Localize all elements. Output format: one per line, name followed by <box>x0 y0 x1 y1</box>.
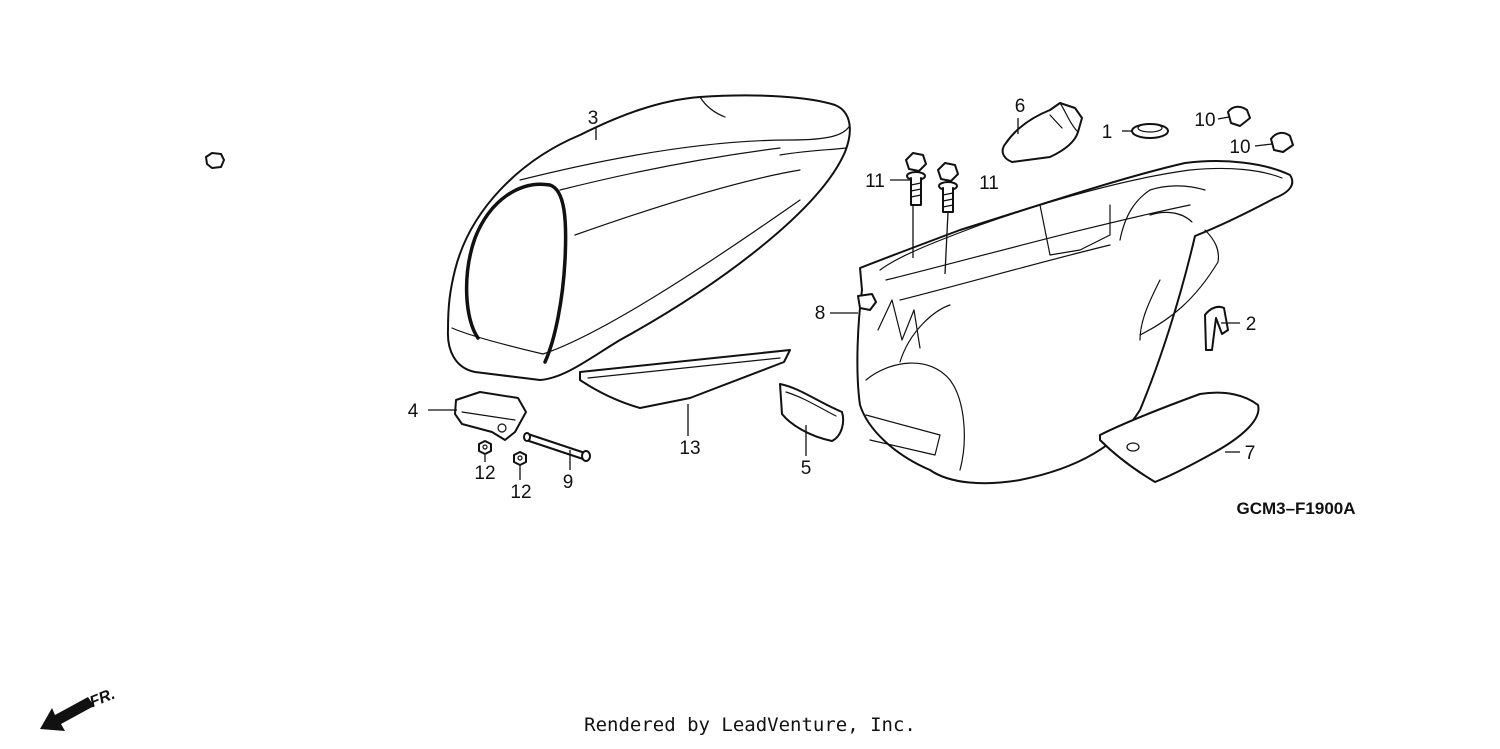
callout-12b: 12 <box>510 482 531 503</box>
reflector-part[interactable] <box>779 383 845 442</box>
leader-lines <box>428 116 1273 480</box>
callouts: 1 2 3 4 5 6 7 8 9 10 10 11 11 12 12 13 <box>408 96 1257 503</box>
callout-10b: 10 <box>1229 137 1250 158</box>
cap-part-b[interactable] <box>1270 131 1294 153</box>
small-clip-part[interactable] <box>857 293 877 311</box>
callout-6: 6 <box>1015 96 1026 117</box>
callout-11a: 11 <box>865 171 885 192</box>
callout-8: 8 <box>815 303 826 324</box>
callout-7: 7 <box>1245 443 1256 464</box>
callout-1: 1 <box>1102 122 1113 143</box>
hinge-bracket-part[interactable] <box>454 391 527 441</box>
seat-part[interactable] <box>446 94 851 381</box>
callout-11b: 11 <box>979 173 999 194</box>
footer-credit: Rendered by LeadVenture, Inc. <box>584 714 916 736</box>
nut-part-a[interactable] <box>478 440 492 455</box>
callout-10a: 10 <box>1194 110 1215 131</box>
callout-3: 3 <box>588 108 599 129</box>
plate-part[interactable] <box>1099 391 1260 483</box>
callout-2: 2 <box>1246 314 1257 335</box>
clip-cover-part[interactable] <box>1001 102 1083 163</box>
bolt-part-a[interactable] <box>205 152 225 169</box>
grommet-part[interactable] <box>1131 123 1169 139</box>
hinge-pin-part[interactable] <box>523 432 591 462</box>
nut-part-b[interactable] <box>513 451 527 466</box>
seat-liner-part[interactable] <box>579 349 791 409</box>
bolt-left[interactable] <box>905 152 927 206</box>
callout-5: 5 <box>801 458 812 479</box>
bolt-right[interactable] <box>937 162 959 213</box>
side-clip-part[interactable] <box>1204 305 1229 351</box>
callout-12a: 12 <box>474 463 495 484</box>
front-direction-label: FR. <box>87 686 117 711</box>
callout-4: 4 <box>408 401 419 422</box>
callout-13: 13 <box>679 438 700 459</box>
cap-part-a[interactable] <box>1227 105 1251 127</box>
drawing-code: GCM3–F1900A <box>1236 499 1355 518</box>
callout-9: 9 <box>563 472 574 493</box>
bolt-part-a-body[interactable] <box>208 155 224 170</box>
luggage-box-part[interactable] <box>856 160 1294 485</box>
front-arrow-icon <box>40 697 94 731</box>
